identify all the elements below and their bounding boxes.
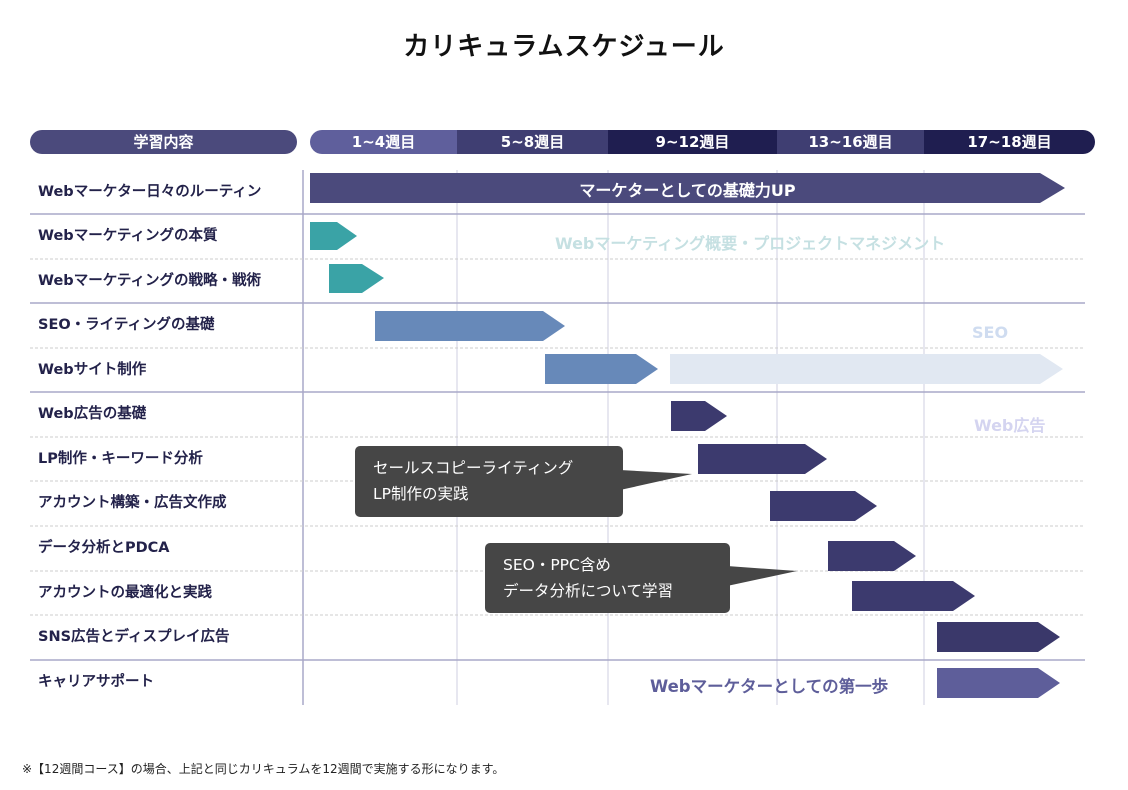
bar-website-extended bbox=[670, 354, 1063, 384]
callout-line: LP制作の実践 bbox=[373, 485, 469, 503]
web-ads-label: Web広告 bbox=[974, 416, 1046, 435]
bar-essence bbox=[310, 222, 357, 250]
bar-strategy bbox=[329, 264, 384, 293]
first-step-label: Webマーケターとしての第一歩 bbox=[650, 677, 889, 696]
bar-seo-basics bbox=[375, 311, 565, 341]
bar-sns-ads bbox=[937, 622, 1060, 652]
row-label: Webマーケティングの戦略・戦術 bbox=[38, 273, 262, 289]
row-label: Web広告の基礎 bbox=[38, 406, 147, 422]
callout-data: SEO・PPC含め データ分析について学習 bbox=[485, 543, 730, 613]
seo-label: SEO bbox=[972, 323, 1009, 342]
bar-web-ads bbox=[671, 401, 727, 431]
bar-routine bbox=[310, 173, 1065, 203]
week-header-2: 5~8週目 bbox=[457, 130, 608, 154]
bar-optimization bbox=[852, 581, 975, 611]
callout-pointers bbox=[620, 470, 797, 586]
row-label: LP制作・キーワード分析 bbox=[38, 451, 203, 467]
row-label: アカウント構築・広告文作成 bbox=[38, 495, 227, 511]
bar-pdca bbox=[828, 541, 916, 571]
row-label: アカウントの最適化と実践 bbox=[38, 585, 212, 601]
week-header: 1~4週目 5~8週目 9~12週目 13~16週目 17~18週目 bbox=[310, 130, 1095, 154]
week-header-1: 1~4週目 bbox=[310, 130, 457, 154]
page-title: カリキュラムスケジュール bbox=[403, 32, 725, 62]
overview-label: Webマーケティング概要・プロジェクトマネジメント bbox=[555, 234, 946, 253]
row-label: Webマーケター日々のルーティン bbox=[38, 184, 262, 200]
callout-pointer bbox=[727, 566, 797, 586]
callout-line: データ分析について学習 bbox=[503, 582, 674, 600]
content-column-header: 学習内容 bbox=[30, 130, 297, 154]
callout-pointer bbox=[620, 470, 692, 490]
row-label: Webマーケティングの本質 bbox=[38, 228, 218, 244]
row-label: キャリアサポート bbox=[38, 674, 154, 690]
bar-lp bbox=[698, 444, 827, 474]
callout-line: セールスコピーライティング bbox=[373, 459, 574, 477]
week-header-5: 17~18週目 bbox=[924, 130, 1095, 154]
bar-career bbox=[937, 668, 1060, 698]
foundation-bar-label: マーケターとしての基礎力UP bbox=[579, 181, 796, 200]
row-label: SEO・ライティングの基礎 bbox=[38, 317, 215, 333]
footnote: ※【12週間コース】の場合、上記と同じカリキュラムを12週間で実施する形になりま… bbox=[22, 762, 505, 776]
callout-lp: セールスコピーライティング LP制作の実践 bbox=[355, 446, 623, 517]
callout-line: SEO・PPC含め bbox=[503, 556, 611, 574]
grid-lines bbox=[30, 170, 1085, 705]
bar-website bbox=[545, 354, 658, 384]
week-header-4: 13~16週目 bbox=[777, 130, 924, 154]
row-label: SNS広告とディスプレイ広告 bbox=[38, 629, 230, 645]
week-header-3: 9~12週目 bbox=[608, 130, 777, 154]
row-label: データ分析とPDCA bbox=[38, 540, 170, 556]
bar-account-build bbox=[770, 491, 877, 521]
bars bbox=[310, 173, 1065, 698]
row-label: Webサイト制作 bbox=[38, 362, 147, 378]
